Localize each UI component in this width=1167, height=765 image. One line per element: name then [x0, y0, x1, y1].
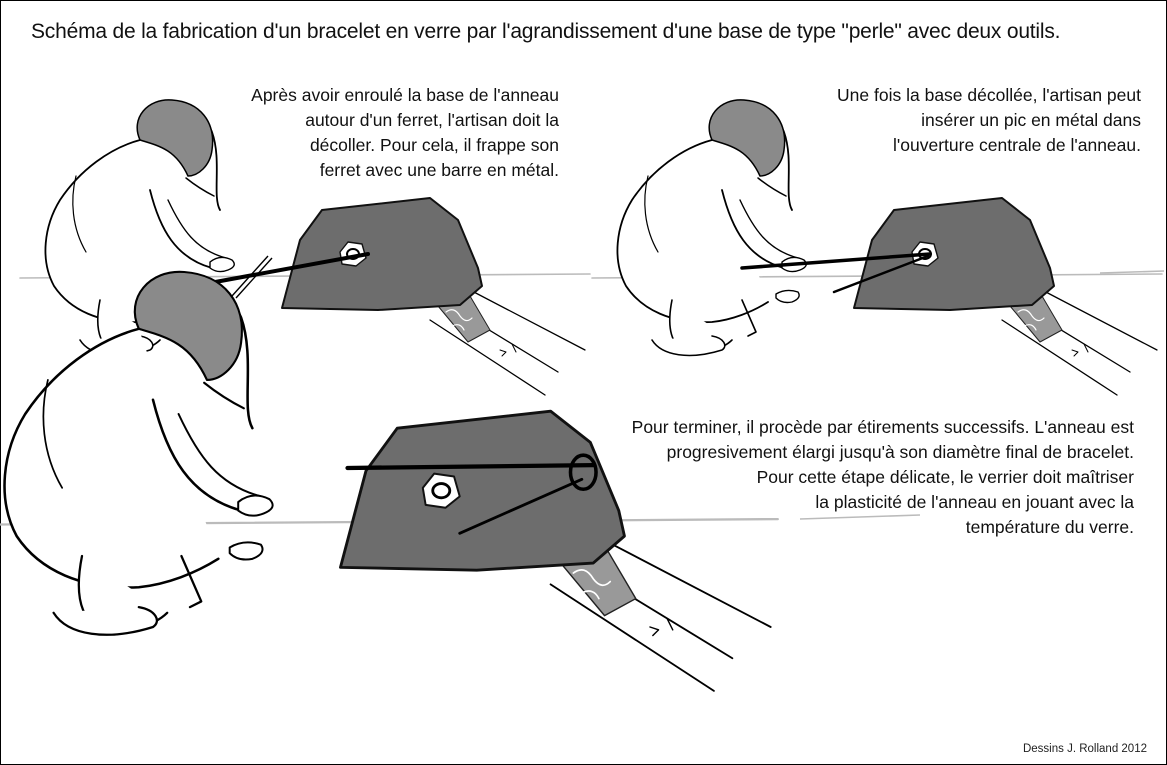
- caption-line: température du verre.: [632, 515, 1134, 540]
- caption-line: ferret avec une barre en métal.: [251, 158, 559, 183]
- credit-text: Dessins J. Rolland 2012: [1023, 743, 1147, 755]
- caption-line: insérer un pic en métal dans: [837, 108, 1141, 133]
- caption-line: Pour cette étape délicate, le verrier do…: [632, 465, 1134, 490]
- caption-line: Après avoir enroulé la base de l'anneau: [251, 83, 559, 108]
- caption-line: Une fois la base décollée, l'artisan peu…: [837, 83, 1141, 108]
- caption-line: décoller. Pour cela, il frappe son: [251, 133, 559, 158]
- caption-line: autour d'un ferret, l'artisan doit la: [251, 108, 559, 133]
- caption-step-1: Après avoir enroulé la base de l'anneau …: [251, 83, 559, 183]
- caption-step-3: Pour terminer, il procède par étirements…: [632, 415, 1134, 540]
- caption-line: Pour terminer, il procède par étirements…: [632, 415, 1134, 440]
- caption-line: la plasticité de l'anneau en jouant avec…: [632, 490, 1134, 515]
- caption-step-2: Une fois la base décollée, l'artisan peu…: [837, 83, 1141, 158]
- caption-line: l'ouverture centrale de l'anneau.: [837, 133, 1141, 158]
- caption-line: progresivement élargi jusqu'à son diamèt…: [632, 440, 1134, 465]
